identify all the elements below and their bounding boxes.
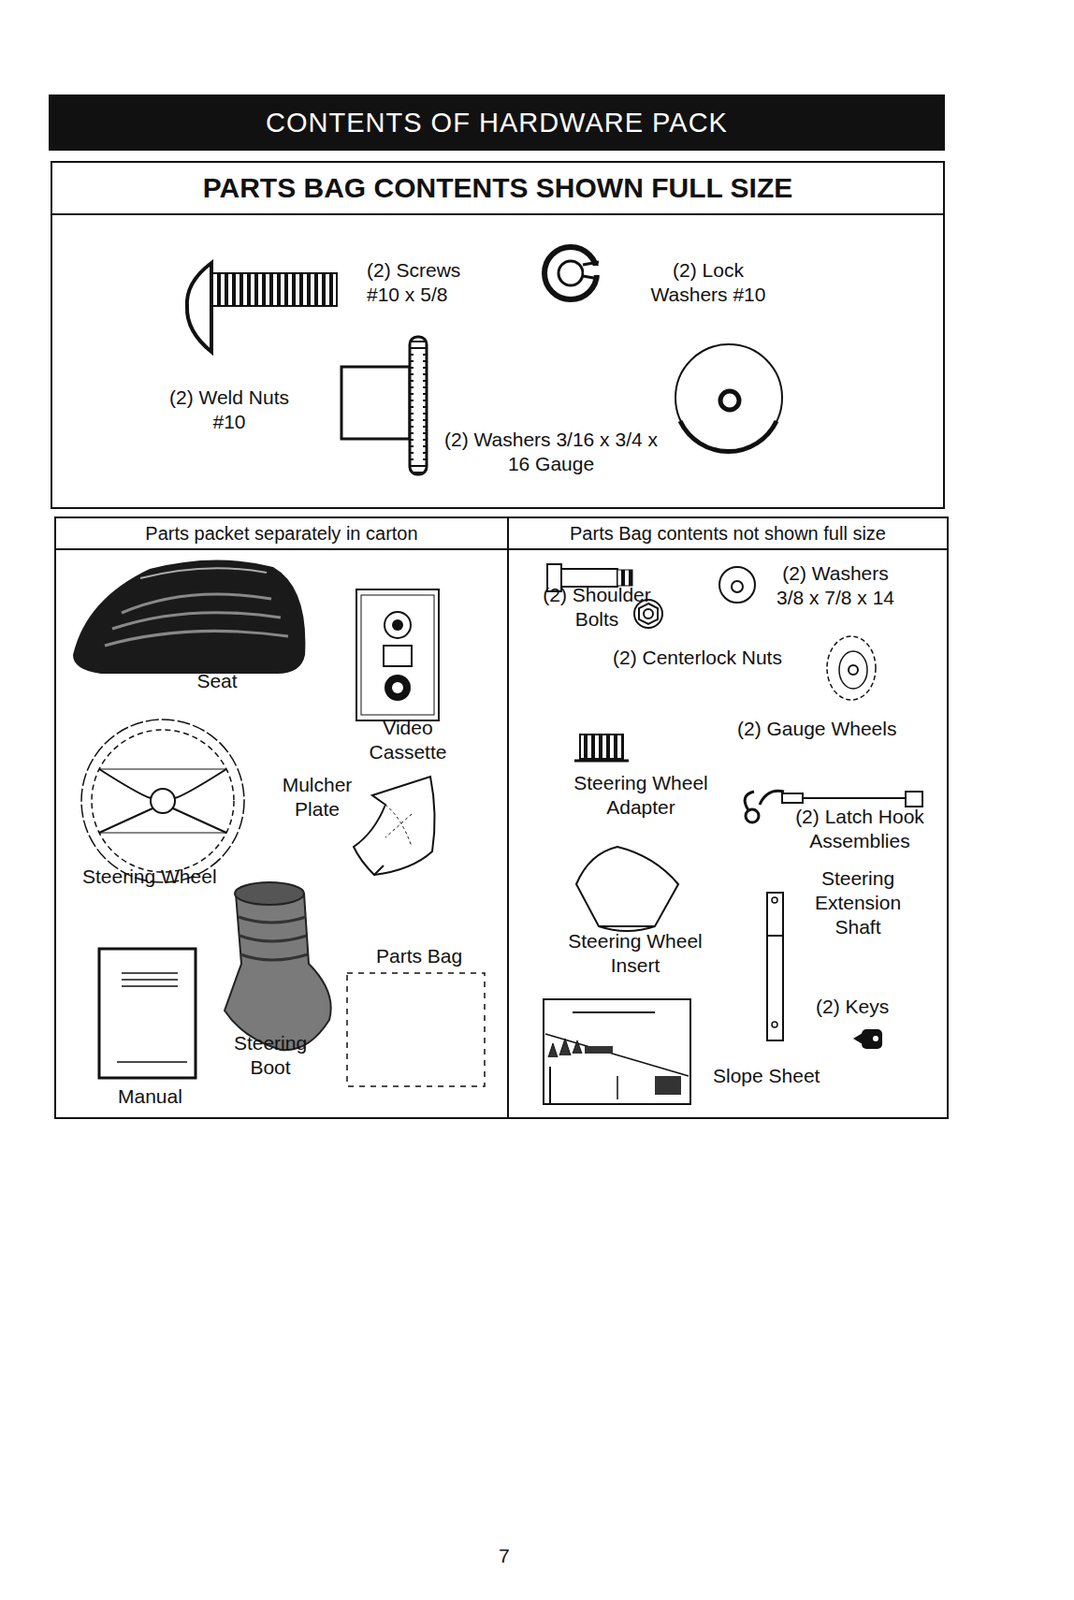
lock-washer-drawing — [544, 246, 601, 300]
video-cassette-drawing — [356, 589, 439, 721]
part-label: Video Cassette — [361, 715, 455, 765]
extension-shaft-drawing — [767, 892, 784, 1041]
screw-drawing — [187, 262, 337, 352]
part-label: Steering Boot — [228, 1030, 313, 1080]
parts-panel: Parts packet separately in carton — [54, 516, 509, 1119]
part-label: Steering Wheel Insert — [566, 928, 704, 978]
part-label: Steering Extension Shaft — [805, 866, 911, 940]
part-label: Steering Wheel Adapter — [563, 770, 719, 820]
panel-heading: PARTS BAG CONTENTS SHOWN FULL SIZE — [52, 162, 944, 216]
part-label: (2) Weld Nuts #10 — [160, 385, 298, 435]
title-band: CONTENTS OF HARDWARE PACK — [48, 94, 945, 151]
panel-heading: Parts packet separately in carton — [56, 518, 508, 551]
part-label: Mulcher Plate — [270, 772, 364, 822]
panel-heading: Parts Bag contents not shown full size — [508, 518, 947, 551]
steering-wheel-drawing — [81, 719, 245, 883]
title-text: CONTENTS OF HARDWARE PACK — [265, 107, 728, 139]
slope-sheet-drawing — [543, 999, 691, 1104]
page-number: 7 — [498, 1543, 527, 1568]
insert-drawing — [576, 846, 679, 931]
part-label: (2) Gauge Wheels — [737, 716, 944, 741]
part-label: (2) Keys — [815, 994, 929, 1019]
gauge-wheel-drawing — [827, 636, 876, 700]
small-washer-drawing — [719, 566, 755, 603]
part-label: (2) Latch Hook Assemblies — [787, 804, 932, 854]
part-label: (2) Lock Washers #10 — [642, 258, 774, 307]
mulcher-plate-drawing — [353, 776, 436, 875]
steering-boot-drawing — [224, 882, 332, 1050]
adapter-drawing — [574, 734, 629, 761]
part-label: (2) Screws #10 x 5/8 — [366, 258, 475, 307]
parts-panel: PARTS BAG CONTENTS SHOWN FULL SIZE — [50, 160, 945, 509]
part-label: (2) Washers 3/8 x 7/8 x 14 — [767, 561, 904, 610]
part-label: (2) Shoulder Bolts — [534, 582, 660, 632]
part-label: Seat — [188, 668, 246, 694]
washer-drawing — [675, 344, 783, 452]
weld-nut-drawing — [341, 336, 427, 475]
part-label: Steering Wheel — [82, 864, 270, 889]
part-label: Slope Sheet — [712, 1063, 863, 1089]
manual-drawing — [99, 948, 196, 1078]
key-drawing — [853, 1029, 883, 1049]
parts-bag-drawing — [347, 972, 485, 1087]
seat-drawing — [72, 559, 305, 674]
part-label: (2) Washers 3/16 x 3/4 x 16 Gauge — [439, 427, 663, 477]
part-label: (2) Centerlock Nuts — [612, 645, 838, 670]
part-label: Parts Bag — [376, 943, 508, 969]
part-label: Manual — [117, 1084, 212, 1109]
